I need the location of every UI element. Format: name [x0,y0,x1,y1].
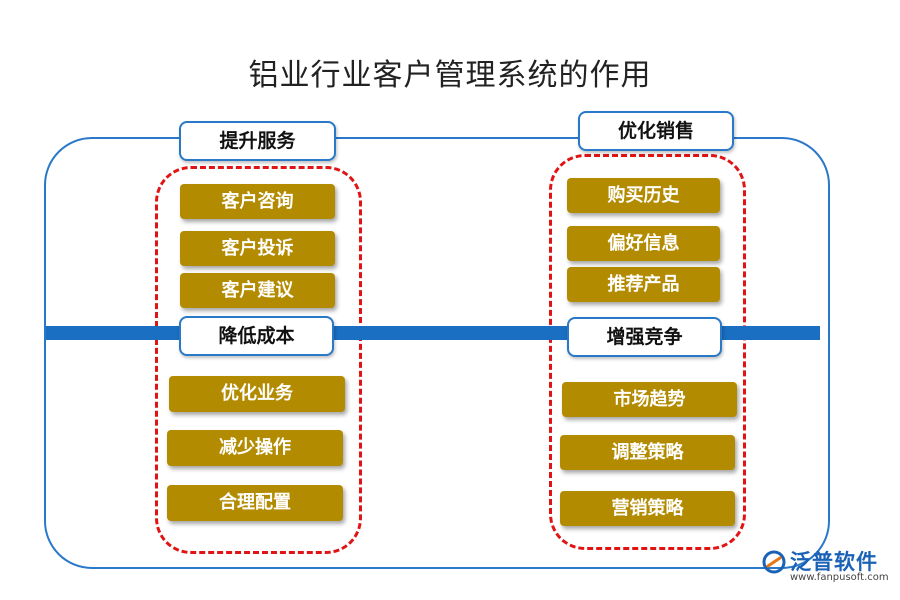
logo-url: www.fanpusoft.com [790,572,889,583]
left-dashed-group [155,166,362,554]
outer-rounded-frame [44,137,830,569]
logo-name: 泛普软件 [790,550,878,574]
item-top-left-2: 客户建议 [180,273,335,308]
item-top-right-0: 购买历史 [567,178,720,213]
item-top-right-1: 偏好信息 [567,226,720,261]
section-label-top-right: 优化销售 [578,111,734,151]
section-label-bottom-right: 增强竞争 [567,317,722,357]
section-label-bottom-left: 降低成本 [179,316,334,356]
item-top-right-2: 推荐产品 [567,267,720,302]
item-bottom-right-2: 营销策略 [560,491,735,526]
item-bottom-left-0: 优化业务 [169,376,345,412]
item-bottom-left-1: 减少操作 [167,430,343,466]
page-title: 铝业行业客户管理系统的作用 [248,58,652,93]
item-bottom-right-1: 调整策略 [560,435,735,470]
item-bottom-right-0: 市场趋势 [562,382,737,417]
item-bottom-left-2: 合理配置 [167,485,343,521]
section-label-top-left: 提升服务 [179,121,336,161]
right-dashed-group [549,154,746,550]
fanpu-logo-icon [762,550,786,574]
item-top-left-1: 客户投诉 [180,231,335,266]
logo: 泛普软件 www.fanpusoft.com [760,546,890,586]
item-top-left-0: 客户咨询 [180,184,335,219]
